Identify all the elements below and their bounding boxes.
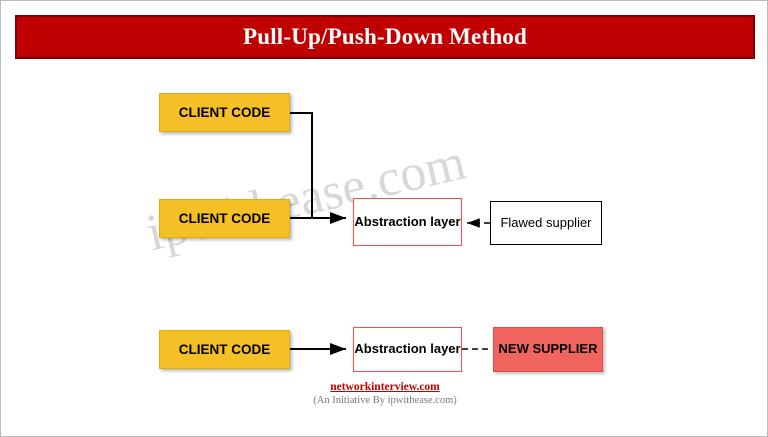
- new-supplier-label: NEW SUPPLIER: [498, 341, 598, 357]
- page-title: Pull-Up/Push-Down Method: [242, 24, 528, 49]
- footer-brand: networkinterview.com: [330, 381, 440, 393]
- footer-subtitle: (An Initiative By ipwithease.com): [313, 395, 457, 406]
- client-code-label-2: CLIENT CODE: [178, 210, 271, 226]
- title-banner: Pull-Up/Push-Down Method: [15, 15, 755, 59]
- client-code-box-2: CLIENT CODE: [159, 199, 290, 238]
- client-code-label-1: CLIENT CODE: [178, 104, 271, 120]
- abstraction-layer-label-2: Abstraction layer: [354, 213, 461, 229]
- abstraction-layer-box-3: Abstraction layer: [353, 327, 462, 372]
- client-code-box-1: CLIENT CODE: [159, 93, 290, 132]
- flawed-supplier-label: Flawed supplier: [500, 214, 592, 230]
- new-supplier-box: NEW SUPPLIER: [493, 327, 603, 372]
- abstraction-layer-label-3: Abstraction layer: [354, 341, 461, 357]
- abstraction-layer-box-2: Abstraction layer: [353, 198, 462, 246]
- client-code-box-3: CLIENT CODE: [159, 330, 290, 369]
- footer: networkinterview.com (An Initiative By i…: [1, 381, 767, 406]
- flawed-supplier-box: Flawed supplier: [490, 201, 602, 245]
- client-code-label-3: CLIENT CODE: [178, 341, 271, 357]
